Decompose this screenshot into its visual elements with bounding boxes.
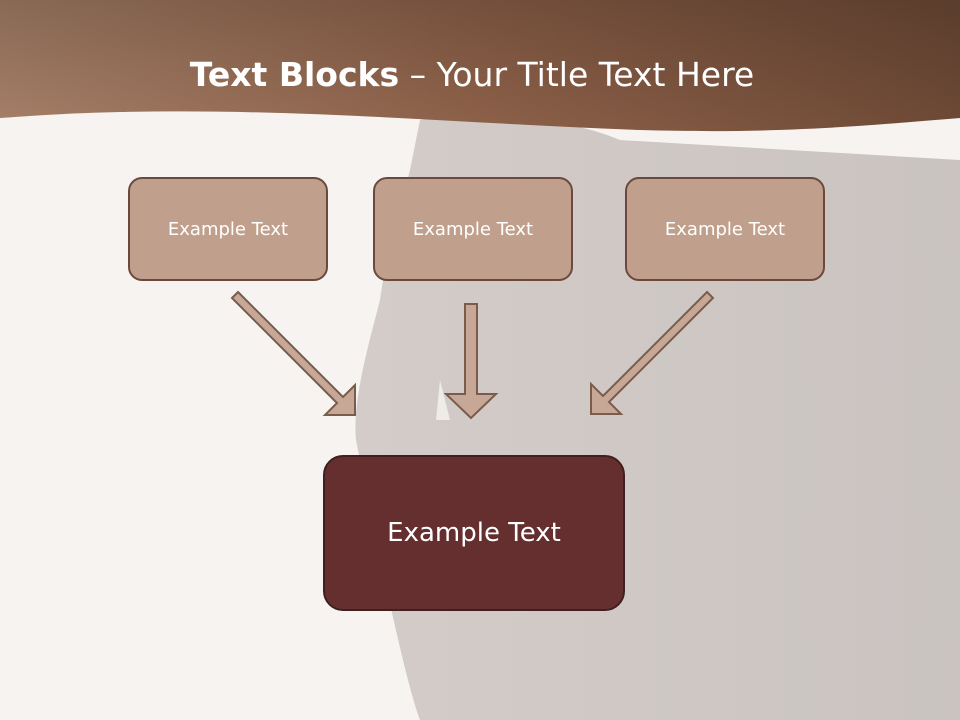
slide-title: Text Blocks – Your Title Text Here — [0, 50, 944, 100]
title-bold: Text Blocks — [189, 55, 400, 94]
result-block[interactable]: Example Text — [323, 455, 625, 611]
title-rest: – Your Title Text Here — [399, 55, 755, 94]
text-block-right[interactable]: Example Text — [625, 177, 825, 281]
text-block-left[interactable]: Example Text — [128, 177, 328, 281]
text-block-middle[interactable]: Example Text — [373, 177, 573, 281]
